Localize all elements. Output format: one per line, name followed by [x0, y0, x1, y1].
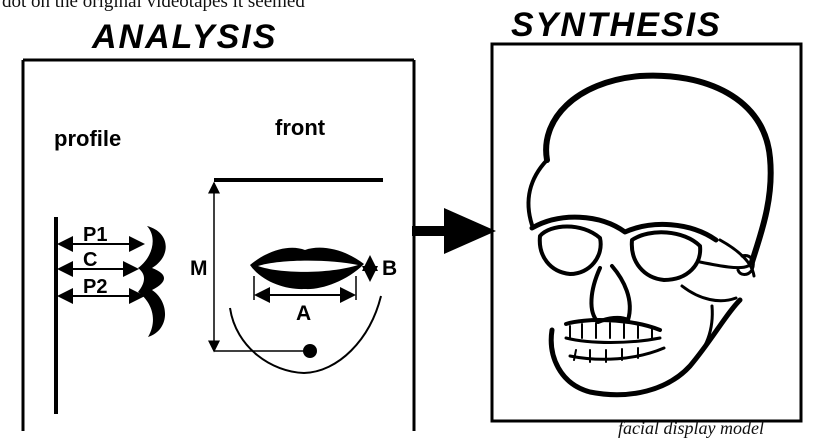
profile-view: P1 C P2 [56, 217, 166, 414]
c-label: C [83, 249, 97, 271]
profile-label: profile [54, 126, 121, 151]
a-label: A [296, 302, 311, 325]
cut-off-footer-text: facial display model [618, 418, 764, 439]
analysis-to-synthesis-arrow [412, 208, 496, 254]
chin-marker-dot [303, 344, 317, 358]
front-label: front [275, 115, 326, 140]
b-label: B [382, 257, 397, 280]
p2-label: P2 [83, 276, 107, 298]
front-view: M A B [190, 180, 397, 373]
profile-lips-shape [138, 226, 166, 337]
p1-label: P1 [83, 224, 107, 246]
m-label: M [190, 257, 208, 280]
analysis-panel [23, 60, 414, 431]
skull-figure [528, 76, 770, 395]
